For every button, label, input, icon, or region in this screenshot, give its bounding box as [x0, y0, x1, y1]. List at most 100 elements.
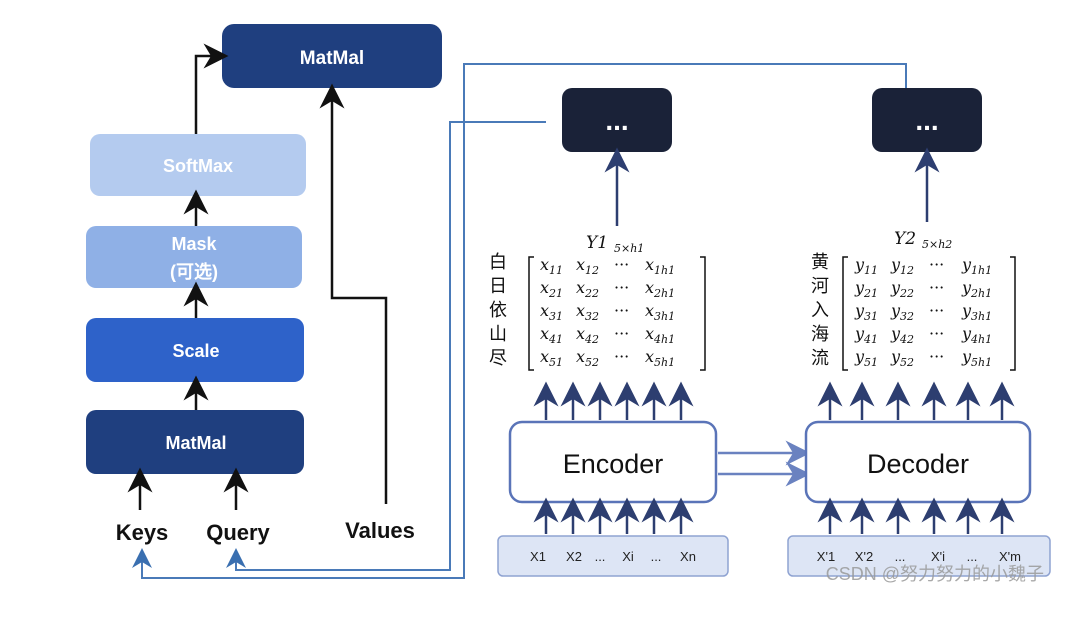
decoder-matrix-cell: y11 — [854, 255, 878, 277]
decoder-matrix-cell: ··· — [929, 301, 944, 320]
decoder-input-arrows — [817, 497, 1015, 534]
mask-box — [86, 226, 302, 288]
encoder-matrix-right-bracket — [700, 256, 706, 371]
encoder-side-char: 白 — [489, 252, 507, 272]
encoder-matrix-cell: x3h1 — [645, 301, 675, 323]
decoder-matrix-cell: y3h1 — [961, 301, 992, 323]
values-label: Values — [345, 518, 415, 543]
matmal-top-label: MatMal — [300, 48, 364, 69]
encoder-input-label: X1 — [530, 549, 546, 564]
encoder-side-char: 山 — [489, 324, 507, 344]
encoder-matrix-cell: ··· — [614, 301, 629, 320]
mask-label: Mask — [171, 234, 217, 254]
decoder-matrix-cell: y31 — [854, 301, 878, 323]
encoder-matrix-title: Y1 — [586, 233, 608, 253]
encoder-matrix-cell: x22 — [576, 278, 599, 300]
decoder-matrix-left-bracket — [842, 256, 848, 371]
encoder-matrix-cell: x32 — [576, 301, 599, 323]
decoder-matrix-subscript: 5×h2 — [922, 238, 952, 251]
encoder-matrix-cell: x31 — [540, 301, 563, 323]
encoder-input-label: Xn — [680, 549, 696, 564]
decoder-matrix-cell: y51 — [854, 347, 878, 369]
softmax-box — [90, 134, 306, 196]
decoder-matrix-cell: y21 — [854, 278, 878, 300]
query-label: Query — [206, 520, 270, 545]
encoder-matrix-cell: ··· — [614, 278, 629, 297]
decoder-matrix-cell: y1h1 — [961, 255, 992, 277]
encoder-output-dots: ... — [605, 105, 628, 136]
encoder-matrix-cell: x21 — [540, 278, 563, 300]
encoder-input-label: Xi — [622, 549, 634, 564]
decoder-input-label: X'1 — [817, 549, 835, 564]
encoder-matrix-cell: ··· — [614, 324, 629, 343]
encoder-input-labels: X1 X2... Xi... Xn — [530, 549, 696, 564]
encoder-side-char: 尽 — [489, 348, 507, 368]
decoder-side-char: 海 — [811, 324, 829, 344]
matmal-top-box — [222, 24, 442, 88]
scale-box — [86, 318, 304, 382]
watermark: CSDN @努力努力的小魏子 — [826, 564, 1044, 584]
scale-label: Scale — [172, 341, 219, 361]
decoder-box — [804, 420, 1032, 504]
encoder-matrix-cell: x42 — [576, 324, 599, 346]
keys-label: Keys — [116, 520, 169, 545]
encoder-matrix-cell: x4h1 — [645, 324, 675, 346]
encoder-input-bar — [497, 535, 729, 577]
decoder-input-label: X'i — [931, 549, 945, 564]
encoder-matrix-cell: ··· — [614, 347, 629, 366]
encoder-matrix-cell: x1h1 — [645, 255, 675, 277]
decoder-output-arrows — [817, 381, 1015, 420]
decoder-matrix-cell: ··· — [929, 347, 944, 366]
decoder-matrix-cell: ··· — [929, 324, 944, 343]
encoder-side-char: 依 — [489, 300, 507, 320]
attention-block: MatMal SoftMax Mask (可选) Scale MatMal Ke… — [86, 24, 442, 545]
decoder-input-bar — [787, 535, 1051, 577]
matmal-bottom-label: MatMal — [165, 433, 226, 453]
encoder-matrix-cell: x41 — [540, 324, 563, 346]
encoder-input-label: X2 — [566, 549, 582, 564]
matmal-bottom-box — [86, 410, 304, 474]
decoder-matrix-cell: y5h1 — [961, 347, 992, 369]
encoder-matrix-cell: x2h1 — [645, 278, 675, 300]
encoder-input-label: ... — [595, 549, 606, 564]
decoder-matrix-cell: ··· — [929, 255, 944, 274]
encoder-output-arrows — [533, 381, 694, 420]
decoder-input-label: X'2 — [855, 549, 873, 564]
decoder-input-label: ... — [967, 549, 978, 564]
decoder-matrix-cell: y32 — [890, 301, 914, 323]
decoder-matrix-title: Y2 — [894, 229, 916, 249]
decoder-output-box — [872, 88, 982, 152]
decoder-matrix-cell: y52 — [890, 347, 914, 369]
decoder-output-dots: ... — [915, 105, 938, 136]
connector-encoder-to-query — [226, 121, 546, 571]
encoder-input-label: ... — [651, 549, 662, 564]
connector-decoder-to-keys — [132, 63, 907, 579]
decoder-side-char: 入 — [811, 300, 829, 320]
mask-optional-label: (可选) — [170, 262, 218, 282]
decoder-label: Decoder — [867, 449, 969, 479]
decoder-matrix-cell: y4h1 — [961, 324, 992, 346]
encoder-matrix-cell: ··· — [614, 255, 629, 274]
encoder-matrix-cell: x12 — [576, 255, 599, 277]
decoder-matrix-right-bracket — [1010, 256, 1016, 371]
decoder-input-label: ... — [895, 549, 906, 564]
encoder-matrix-cell: x52 — [576, 347, 599, 369]
decoder-matrix-cell: y12 — [890, 255, 914, 277]
encoder-side-char: 日 — [489, 276, 507, 296]
decoder-side-char: 黄 — [811, 252, 829, 272]
encoder-matrix-cell: x11 — [540, 255, 563, 277]
decoder-input-labels: X'1 X'2... X'i... X'm — [817, 549, 1021, 564]
decoder-input-label: X'm — [999, 549, 1021, 564]
decoder-matrix-cell: y22 — [890, 278, 914, 300]
encoder-matrix-cell: x5h1 — [645, 347, 675, 369]
decoder-side-char: 流 — [811, 348, 829, 368]
arrow-softmax-to-matmal — [194, 43, 229, 134]
encoder-output-box — [562, 88, 672, 152]
